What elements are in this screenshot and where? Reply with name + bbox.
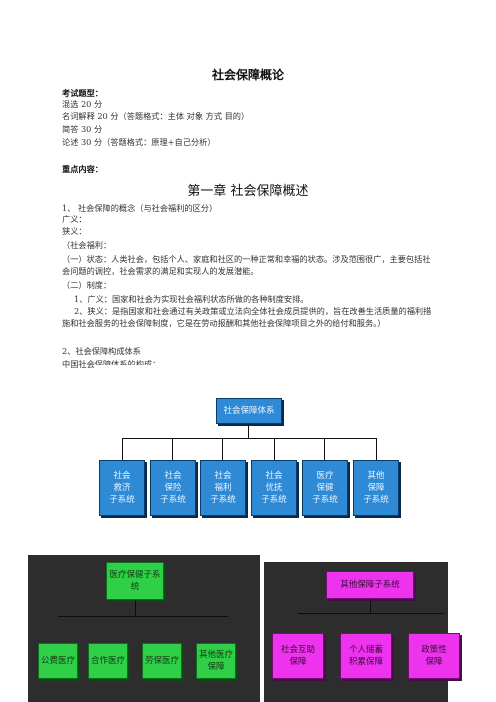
medical-connector-vertical	[135, 600, 136, 616]
document-title: 社会保障概论	[211, 68, 284, 82]
subsystem-social-welfare: 社会 福利 子系统	[200, 460, 246, 516]
diagram-connector-5	[324, 438, 325, 460]
diagram-connector-3	[222, 438, 223, 460]
body-line-1: 1、 社会保障的概念（与社会福利的区分）	[62, 203, 218, 213]
diagram-connector-horizontal	[122, 438, 376, 439]
subsystem-other-security: 其他 保障 子系统	[353, 460, 399, 516]
other-child-mutual-aid: 社会互助 保障	[272, 633, 324, 679]
body-paragraph-1: （一）状态：人类社会，包括个人、家庭和社区的一种正常和幸福的状态。涉及范围很广，…	[62, 254, 431, 276]
body-line-4: （社会福利：	[62, 240, 112, 250]
subsystem-social-insurance: 社会 保险 子系统	[150, 460, 196, 516]
exam-line-4: 论述 30 分（答题格式：原理+自己分析）	[62, 137, 216, 147]
medical-child-labor: 劳保医疗	[142, 643, 182, 679]
subsystem-medical-care: 医疗 保健 子系统	[302, 460, 348, 516]
medical-child-other: 其他医疗保障	[196, 643, 236, 679]
diagram-connector-4	[274, 438, 275, 460]
exam-line-1: 混选 20 分	[62, 99, 103, 109]
other-child-personal-savings: 个人储蓄 积累保障	[340, 633, 392, 679]
diagram-connector-2	[172, 438, 173, 460]
exam-line-3: 简答 30 分	[62, 124, 103, 134]
subsystem-social-relief: 社会 救济 子系统	[99, 460, 145, 516]
medical-connector-horizontal	[58, 616, 228, 617]
body-line-6: 1、广义：国家和社会为实现社会福利状态所做的各种制度安排。	[74, 294, 309, 304]
diagram-connector-vertical	[248, 424, 249, 438]
medical-root-box: 医疗保健子系统	[106, 562, 164, 600]
subsystem-special-care: 社会 优抚 子系统	[251, 460, 297, 516]
diagram-connector-6	[376, 438, 377, 460]
medical-child-cooperative: 合作医疗	[88, 643, 128, 679]
exam-line-2: 名词解释 20 分（答题格式：主体 对象 方式 目的）	[62, 111, 250, 121]
diagram-root-box: 社会保障体系	[216, 398, 282, 424]
diagram-connector-1	[122, 438, 123, 460]
body-line-3: 狭义：	[62, 226, 87, 236]
exam-heading: 考试题型：	[62, 88, 103, 98]
body-line-5: （二）制度：	[62, 280, 112, 290]
other-connector-vertical	[370, 599, 371, 613]
body-line-2: 广义：	[62, 214, 87, 224]
key-heading: 重点内容：	[62, 164, 103, 174]
other-child-policy: 政策性 保障	[408, 633, 460, 679]
body-line-7: 2、社会保障构成体系	[62, 346, 141, 356]
medical-child-public: 公费医疗	[38, 643, 78, 679]
other-root-box: 其他保障子系统	[326, 571, 414, 599]
hierarchy-diagram	[94, 365, 404, 545]
chapter-title: 第一章 社会保障概述	[187, 184, 309, 199]
other-connector-horizontal	[298, 613, 444, 614]
body-line-8: 中国社会保障体系的构成：	[62, 359, 161, 369]
body-paragraph-2: 2、狭义：是指国家和社会通过有关政策或立法向全体社会成员提供的，旨在改善生活质量…	[62, 306, 432, 328]
